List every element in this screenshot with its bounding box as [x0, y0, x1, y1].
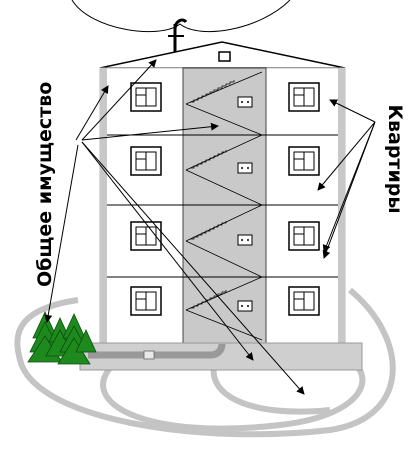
underground-utility-loops — [14, 287, 396, 438]
electrical-panel-icon — [237, 96, 253, 312]
antenna-cable — [71, 0, 291, 33]
pipe-icon — [88, 343, 226, 359]
apartments-label: Квартиры — [384, 104, 406, 214]
floor-slabs — [107, 134, 338, 278]
tree-icon — [27, 311, 97, 365]
stair-steps — [190, 80, 235, 309]
right-wall — [338, 68, 345, 343]
attic-vent — [218, 51, 231, 62]
left-wall — [100, 68, 107, 343]
tv-antenna-icon — [168, 18, 188, 52]
common-property-arrows — [44, 59, 305, 395]
apartments-arrows — [317, 99, 376, 259]
window-frames — [135, 87, 315, 311]
common-property-label: Общее имущество — [34, 81, 56, 287]
